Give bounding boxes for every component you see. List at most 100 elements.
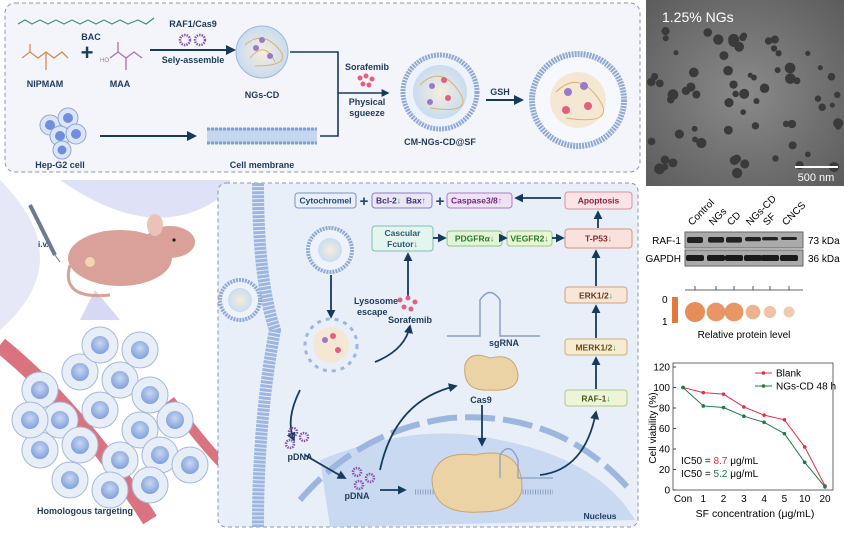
data-point (823, 485, 827, 489)
nanogel-dot (696, 137, 707, 149)
self-assemble-label: Sely-assemble (162, 55, 225, 65)
plot-frame (672, 362, 834, 491)
nanogel-dot (751, 122, 760, 130)
protein-level-dot (724, 302, 744, 322)
x-tick-label: 3 (741, 494, 747, 505)
erk-box: ERK1/2↓ (564, 286, 628, 304)
tp53-box: T-P53↓ (564, 228, 633, 249)
cas9-dna-complex (415, 448, 553, 513)
nanogel-dot (817, 65, 823, 71)
nanogel-dot (795, 161, 804, 170)
pdna-label: pDNA (288, 452, 313, 462)
x-tick-label: 20 (819, 494, 831, 505)
data-point (681, 385, 685, 390)
nanogel-dot (655, 79, 664, 88)
data-point (721, 392, 726, 396)
blot-size-label: 73 kDa (808, 236, 840, 247)
data-point (782, 417, 787, 422)
squeeze-label: sgueeze (349, 108, 385, 118)
nanogel-dot (647, 77, 656, 87)
lane-label: CNCS (780, 200, 808, 228)
sorafenib-label: Sorafemib (388, 315, 433, 325)
tumor-cell (141, 436, 179, 474)
legend-label: Blank (776, 369, 802, 380)
blot-row-label: RAF-1 (652, 236, 681, 247)
nanogel-dot (772, 155, 779, 162)
cytochrome-box: Cytochromel (294, 192, 357, 209)
cas9-icon (464, 354, 519, 391)
data-point (701, 404, 706, 408)
tumor-cell (21, 371, 59, 409)
ngs-cd-particle (235, 25, 289, 79)
nanogel-dot (723, 125, 733, 135)
ho-label: HO (100, 58, 109, 64)
nanogel-dot (740, 109, 747, 115)
nanogel-dot (764, 37, 773, 45)
cell-membrane (252, 182, 282, 528)
sem-title: 1.25% NGs (662, 9, 734, 25)
blot-row-label: GAPDH (645, 254, 681, 265)
svg-text:PDGFRα↓: PDGFRα↓ (455, 234, 494, 244)
data-point (762, 420, 766, 425)
nanogel-dot (723, 65, 733, 76)
raf1-band (781, 237, 797, 240)
nanogel-dot (719, 51, 729, 61)
nanogel-dot (784, 62, 796, 74)
nucleus-label: Nucleus (583, 511, 616, 521)
nanogel-dot (753, 98, 760, 105)
series-line (682, 387, 826, 487)
pdna-icon (284, 426, 376, 491)
nanogel-dot (673, 50, 679, 56)
svg-text:Apoptosis: Apoptosis (578, 196, 620, 206)
legend-label: NGs-CD 48 h (776, 382, 836, 393)
svg-text:MERK1/2↓: MERK1/2↓ (575, 343, 616, 353)
maa-structure (109, 42, 143, 70)
nanogel-dot (729, 80, 738, 89)
hepg2-label: Hep-G2 cell (35, 160, 85, 170)
cm-ngs-cd-sf-label: CM-NGs-CD@SF (404, 137, 476, 147)
ngs-cd-label: NGs-CD (245, 90, 280, 100)
protein-level-dot (706, 302, 726, 322)
sem-image: 1.25% NGs 500 nm (646, 0, 844, 186)
apoptosis-box: Apoptosis (564, 191, 633, 210)
nanogel-dot (661, 163, 669, 171)
physical-label: Physical (349, 97, 386, 107)
released-particle (529, 51, 627, 149)
bac-label: BAC (81, 32, 101, 42)
plus-icon: + (436, 193, 445, 210)
tumor-cell (101, 441, 139, 479)
bcl2-bax-box: Bcl-2↓Bax↑ (371, 192, 433, 209)
nanogel-dot (814, 95, 822, 102)
x-tick-label: 4 (761, 494, 767, 505)
sorafenib-icon (357, 73, 375, 88)
plus-icon: + (360, 193, 369, 210)
gapdh-band (744, 255, 762, 261)
cell-membrane-label: Cell membrane (230, 160, 295, 170)
protein-level-dot (685, 302, 705, 322)
blot-size-label: 36 kDa (808, 254, 840, 265)
tumor-cell (81, 391, 119, 429)
data-point (802, 445, 807, 449)
nanogel-dot (770, 35, 779, 44)
scale-bar-label: 500 nm (798, 172, 835, 184)
gapdh-band (725, 255, 743, 261)
nanogel-dot (661, 27, 670, 36)
pdgfr-box: PDGFRα↓ (446, 230, 503, 247)
raf1-band (726, 237, 742, 243)
tumor-cell (121, 411, 159, 449)
nanogel-dot (834, 91, 841, 99)
tumor-cell (131, 466, 169, 504)
data-point (701, 390, 706, 395)
relative-protein-caption: Relative protein level (698, 330, 791, 341)
bac-structure (17, 17, 155, 25)
plasmid-icon (178, 33, 192, 47)
nanogel-dot (787, 119, 797, 129)
nanogel-dot (729, 155, 740, 166)
series-line (682, 387, 826, 488)
merge-arrow (290, 51, 388, 137)
svg-text:ERK1/2↓: ERK1/2↓ (579, 291, 613, 301)
nanogel-dot (660, 155, 670, 165)
cell-membrane-icon (207, 127, 317, 145)
svg-text:RAF-1↓: RAF-1↓ (581, 394, 610, 404)
tumor-cell (171, 446, 209, 484)
